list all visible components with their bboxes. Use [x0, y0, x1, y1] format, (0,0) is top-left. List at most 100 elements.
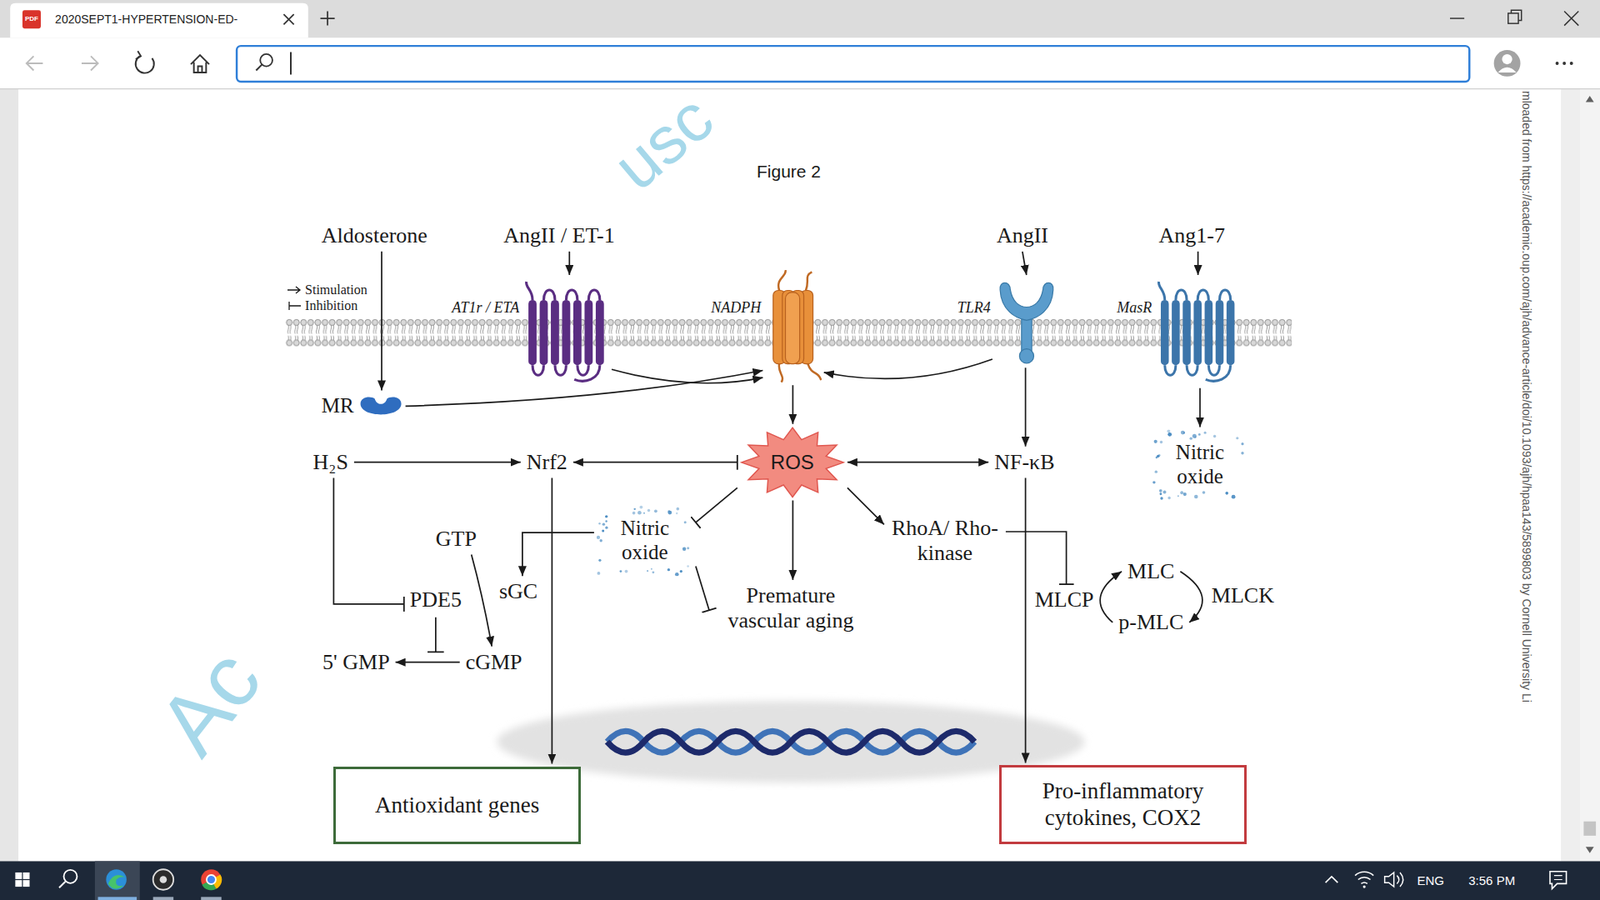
- node-text: 5' GMP: [322, 650, 390, 675]
- connector: [1025, 478, 1027, 764]
- legend-text: Stimulation: [305, 282, 368, 298]
- no-dot: [624, 570, 628, 574]
- no-dot: [1154, 440, 1158, 444]
- no-dot: [619, 570, 622, 573]
- no-dot: [1204, 431, 1207, 435]
- no-dot: [684, 520, 687, 524]
- no-dot: [1192, 434, 1197, 439]
- nadph-oxidase-icon-part: [785, 292, 800, 365]
- receptor-icon-part: [528, 300, 537, 365]
- toll-like-receptor: TLR4: [995, 277, 1059, 365]
- no-dot: [1240, 451, 1244, 455]
- taskbar-part: [15, 880, 22, 887]
- taskbar-part: [95, 860, 140, 900]
- no-dot: [1167, 430, 1171, 434]
- connector: [1025, 367, 1027, 446]
- legend-text: Inhibition: [305, 298, 358, 314]
- no-dot: [682, 547, 686, 551]
- node-text: RhoA/ Rho-kinase: [890, 515, 1000, 566]
- no-dot: [639, 505, 643, 510]
- connector: [380, 251, 383, 391]
- nav-bar-part: [0, 88, 1600, 90]
- connector: [695, 487, 738, 523]
- receptor-icon-part: [585, 300, 594, 365]
- molecule-label: GTP: [432, 525, 480, 553]
- connector: [847, 487, 885, 525]
- nadph-oxidase: NADPH: [765, 270, 821, 383]
- legend-item: Inhibition: [286, 298, 358, 314]
- taskbar-part: [15, 872, 22, 880]
- no-dot: [637, 510, 642, 515]
- no-dot: [647, 509, 650, 512]
- connector: [792, 385, 795, 425]
- tlr4-icon-part: [1000, 282, 1054, 320]
- connector: [695, 566, 710, 611]
- nav-bar-part: [190, 55, 210, 73]
- node-text: GTP: [435, 526, 477, 552]
- taskbar-part: [1385, 872, 1395, 887]
- nav-bar: [0, 37, 1600, 89]
- dna-strand: [607, 730, 975, 753]
- taskbar-part: [0, 860, 1600, 900]
- connector: [824, 359, 993, 379]
- connector: [792, 500, 795, 580]
- connector: [333, 478, 404, 605]
- no-dot: [1198, 433, 1201, 436]
- taskbar-part: [153, 896, 174, 900]
- node-text: ROS: [770, 450, 815, 475]
- taskbar-part: [108, 875, 126, 890]
- taskbar-part: [206, 875, 216, 885]
- no-dot: [1167, 432, 1172, 437]
- taskbar-part: [1363, 885, 1366, 888]
- no-dot: [1152, 481, 1155, 485]
- enzyme-label: MLCK: [1208, 582, 1278, 610]
- node-text: Nrf2: [526, 450, 568, 475]
- no-dot: [1160, 497, 1163, 500]
- no-dot: [675, 512, 678, 515]
- no-dot: [680, 570, 683, 573]
- tab-bar-part: [1450, 17, 1465, 19]
- connector: [1199, 388, 1201, 428]
- taskbar-part: [153, 869, 174, 890]
- scrollbar-part: [1583, 821, 1596, 836]
- nav-bar-part: [255, 64, 262, 70]
- connector: [471, 555, 493, 647]
- scrollbar-part: [1580, 89, 1600, 862]
- nav-bar-part: [26, 55, 44, 70]
- no-dot: [598, 559, 601, 562]
- pdf-page: [18, 89, 1561, 862]
- node-text: AngII: [996, 223, 1049, 249]
- taskbar-part: [98, 896, 138, 900]
- nav-bar-part: [236, 45, 1470, 82]
- legend-arrow: [287, 286, 300, 294]
- connector: [568, 251, 570, 275]
- connector: [354, 461, 521, 464]
- node-text: Pro-inflammatory cytokines, COX2: [1006, 778, 1240, 830]
- molecule-label: RhoA/ Rho-kinase: [886, 515, 1004, 567]
- legend-sample: [286, 300, 305, 312]
- receptor-icon-part: [562, 300, 571, 365]
- connector: [847, 461, 989, 464]
- no-dot: [643, 512, 645, 515]
- gene-box: Antioxidant genes: [333, 766, 580, 845]
- node-text: AngII / ET-1: [503, 223, 615, 249]
- no-dot: [654, 509, 658, 513]
- pde5-inhibition-bar: [427, 617, 445, 653]
- no-dot: [1231, 495, 1236, 500]
- nav-bar-part: [1570, 61, 1574, 65]
- node-text: MR: [321, 394, 355, 419]
- molecule-label: 5' GMP: [319, 649, 394, 676]
- no-dot: [1167, 496, 1170, 500]
- nav-bar-part: [1498, 67, 1517, 73]
- nucleus-part: [496, 700, 1085, 783]
- receptor-icon-part: [595, 300, 605, 365]
- no-dot: [1240, 442, 1244, 445]
- no-dot: [1160, 440, 1163, 444]
- no-dot: [1190, 437, 1193, 440]
- molecule-label: sGC: [495, 578, 541, 605]
- connector: [395, 661, 460, 664]
- connector: [1180, 571, 1203, 623]
- hormone-label: Aldosterone: [318, 222, 431, 250]
- node-text: p-MLC: [1118, 610, 1184, 635]
- no-dot: [675, 507, 680, 511]
